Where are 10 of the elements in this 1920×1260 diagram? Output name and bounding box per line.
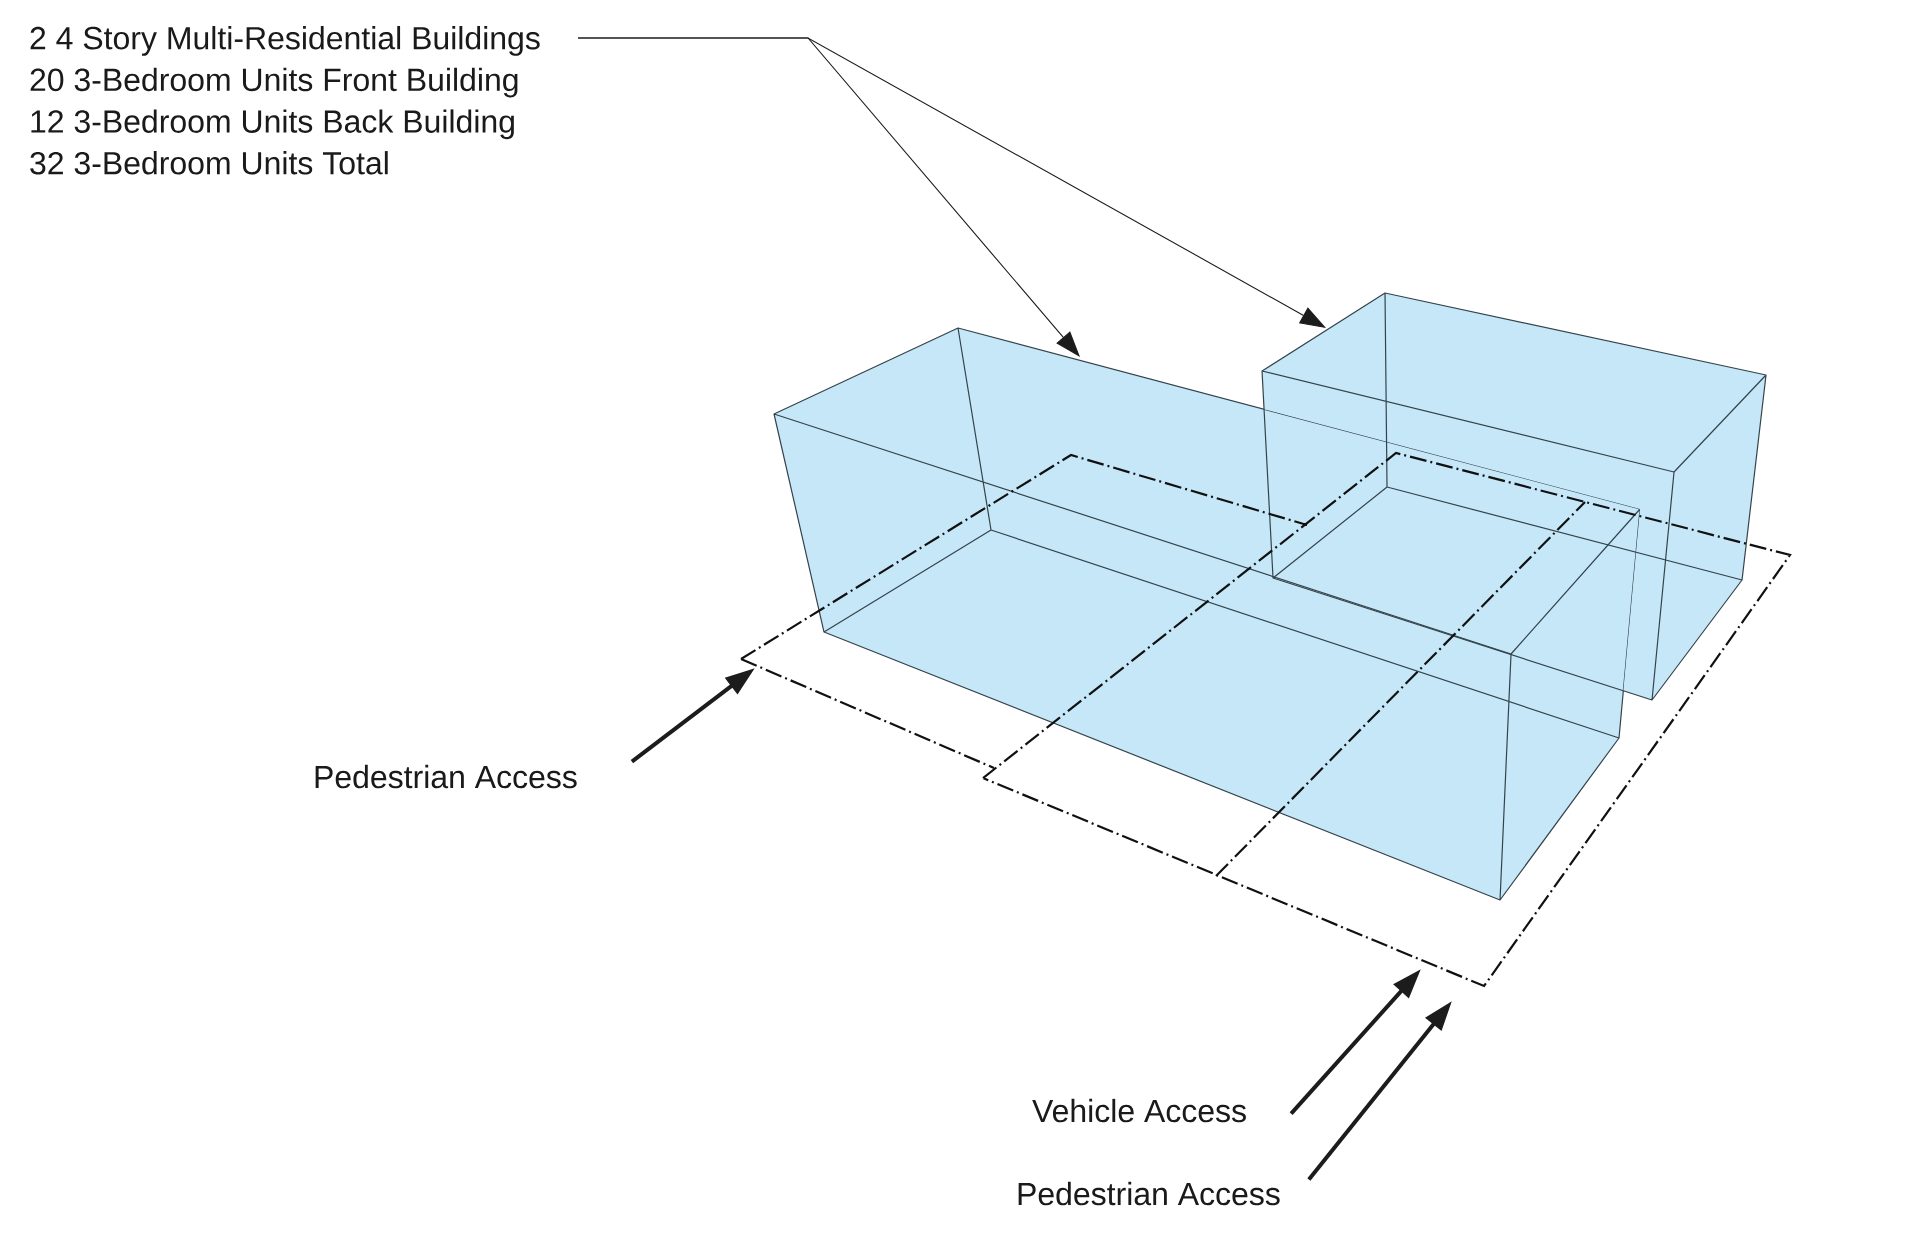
note-line: 12 3-Bedroom Units Back Building — [31, 109, 514, 140]
note-line: 2 4 Story Multi-Residential Buildings — [30, 26, 540, 56]
access-label: Pedestrian Access — [315, 764, 577, 789]
leader-arrow — [577, 37, 1326, 328]
building-block — [773, 327, 1641, 901]
access-label: Vehicle Access — [1032, 1098, 1246, 1123]
note-line: 20 3-Bedroom Units Front Building — [30, 67, 518, 98]
building-block — [1261, 292, 1767, 701]
note-line: 32 3-Bedroom Units Total — [30, 151, 388, 175]
access-label: Pedestrian Access — [1018, 1181, 1280, 1206]
